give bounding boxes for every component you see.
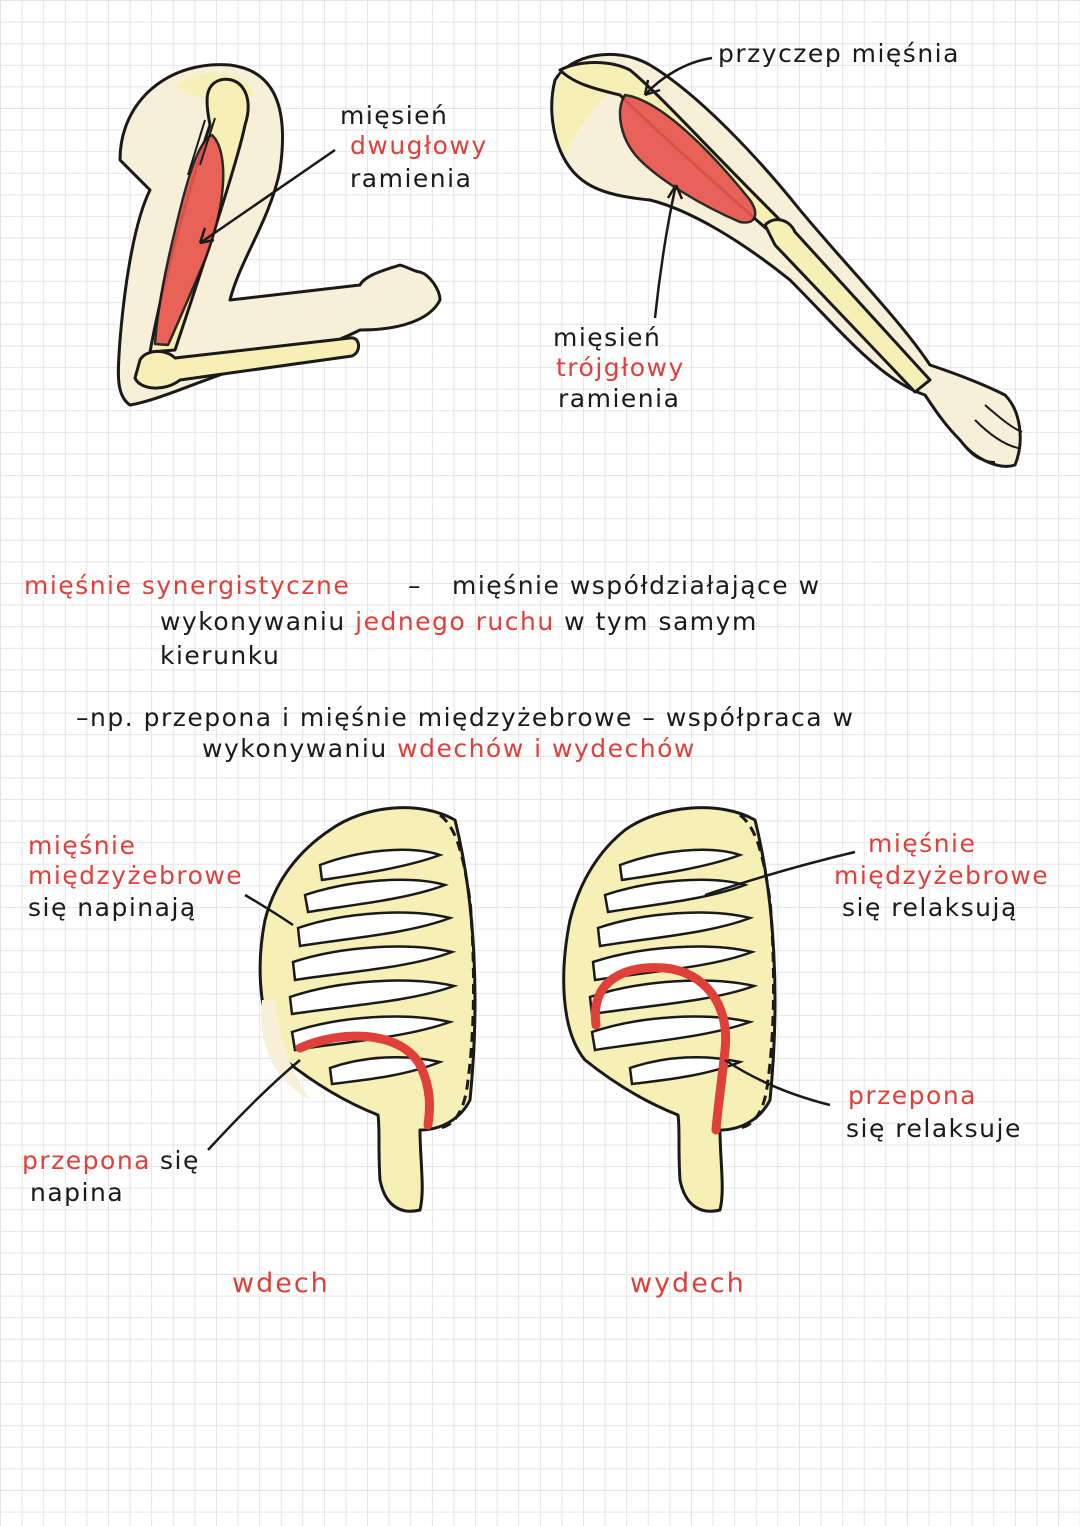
- inhale-diaphragm-state-b: napina: [30, 1178, 125, 1207]
- inhale-diaphragm-pointer: [207, 1059, 301, 1151]
- inhale-spine: [439, 813, 476, 1130]
- triceps-muscle: [618, 93, 757, 224]
- inhale-muscles-title-2: międzyżebrowe: [28, 861, 244, 890]
- definition-dash: –: [408, 571, 422, 600]
- definition-term: mięśnie synergistyczne: [24, 571, 351, 600]
- insertion-arrow-head: [643, 79, 661, 97]
- exhale-intercostal-pointer: [704, 850, 856, 897]
- extended-arm-illustration: [550, 52, 1023, 468]
- example-line2-a: wykonywaniu: [202, 734, 388, 763]
- inhale-muscles-state: się napinają: [28, 893, 197, 922]
- definition-text-line2-b: w tym samym: [564, 607, 758, 636]
- definition-text-line2-a: wykonywaniu: [160, 607, 346, 636]
- biceps-label-line3: ramienia: [350, 164, 473, 193]
- inhale-sternum-highlight: [261, 1000, 310, 1100]
- extended-forearm-bones: [763, 218, 932, 394]
- ribcage-exhale-illustration: [562, 806, 856, 1213]
- hand-fingers: [959, 404, 1023, 463]
- biceps-arrow-head: [198, 227, 215, 245]
- forearm-bones: [133, 336, 360, 390]
- triceps-arrow-head: [666, 184, 684, 200]
- biceps-label-line2: dwugłowy: [350, 131, 488, 160]
- triceps-label-line3: ramienia: [558, 384, 681, 413]
- inhale-diaphragm-state-a: się: [160, 1146, 200, 1175]
- exhale-diaphragm-state: się relaksuje: [846, 1114, 1022, 1143]
- exhale-rib-gaps: [588, 848, 759, 1086]
- triceps-pointer-line: [653, 184, 678, 319]
- biceps-muscle: [153, 133, 225, 347]
- exhale-caption: wydech: [630, 1268, 746, 1299]
- definition-highlight: jednego ruchu: [355, 607, 555, 636]
- inhale-diaphragm-title: przepona: [22, 1146, 151, 1175]
- inhale-muscles-title-1: mięśnie: [28, 831, 137, 860]
- flexed-arm-illustration: [116, 63, 442, 407]
- triceps-label-line1: mięsień: [553, 323, 662, 352]
- definition-text-line1: mięśnie współdziałające w: [452, 571, 821, 600]
- exhale-diaphragm-pointer: [724, 1058, 831, 1107]
- exhale-diaphragm: [590, 963, 731, 1135]
- example-line1: –np. przepona i mięśnie międzyżebrowe – …: [76, 703, 855, 732]
- inhale-diaphragm: [295, 1031, 435, 1130]
- example-highlight: wdechów i wydechów: [397, 734, 696, 763]
- example-line2: wykonywaniu wdechów i wydechów: [202, 733, 696, 765]
- exhale-spine: [739, 813, 776, 1130]
- triceps-label-line2: trójgłowy: [556, 353, 685, 382]
- exhale-muscles-title-1: mięśnie: [868, 829, 977, 858]
- inhale-intercostal-pointer: [244, 893, 294, 927]
- biceps-label-line1: mięsień: [340, 101, 449, 130]
- exhale-muscles-state: się relaksują: [842, 893, 1018, 922]
- inhale-caption: wdech: [232, 1268, 330, 1299]
- biceps-pointer-arrow: [199, 148, 336, 245]
- exhale-muscles-title-2: międzyżebrowe: [834, 861, 1050, 890]
- insertion-label: przyczep mięśnia: [718, 39, 960, 68]
- definition-text-line2: wykonywaniu jednego ruchu w tym samym: [160, 606, 758, 638]
- ribcage-inhale-illustration: [207, 806, 477, 1213]
- exhale-diaphragm-title: przepona: [848, 1081, 977, 1110]
- biceps-tendon: [187, 117, 216, 176]
- definition-text-line3: kierunku: [160, 641, 281, 670]
- insertion-pointer-arrow: [644, 56, 713, 96]
